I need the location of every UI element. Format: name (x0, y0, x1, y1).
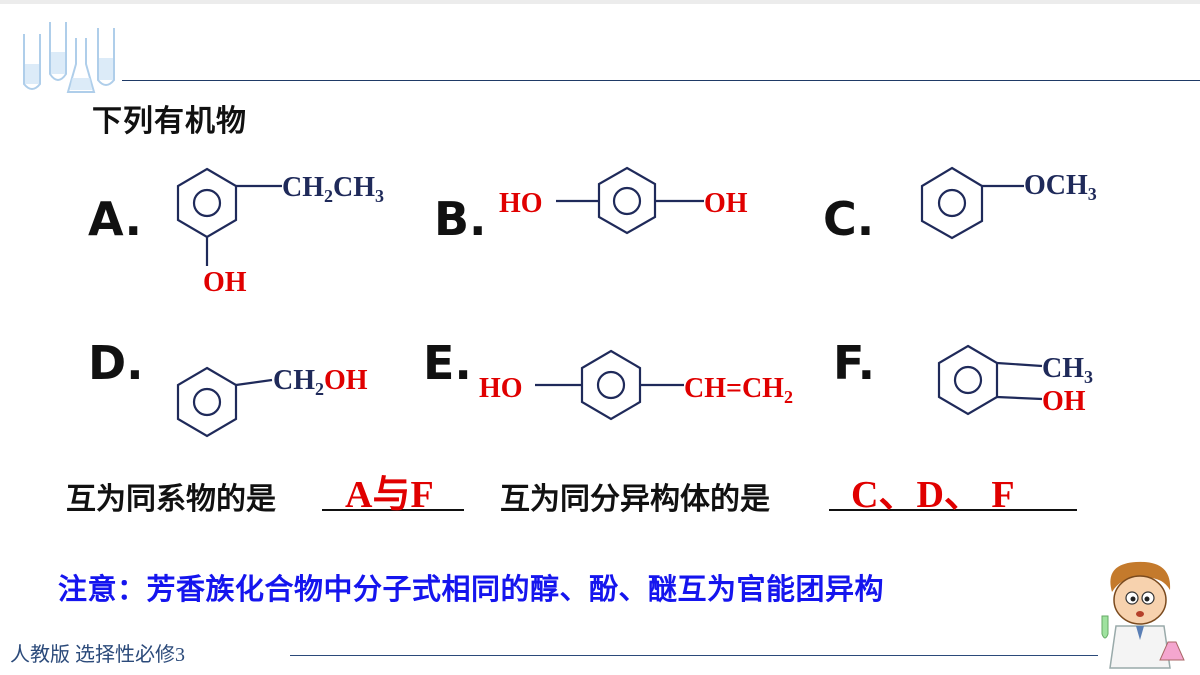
question-isomers-answer: C、D、 F (851, 474, 1015, 516)
option-c-label: C. (823, 192, 875, 246)
benzene-ring-f (937, 344, 1043, 416)
question-isomers-blank (829, 509, 1077, 511)
lab-glassware-icon (23, 22, 115, 93)
footer-edition-text: 人教版 选择性必修3 (10, 644, 185, 666)
group-b-hydroxyl-right: OH (704, 188, 748, 219)
group-a-ethyl: CH2CH3 (282, 172, 384, 206)
option-f-label: F. (833, 336, 876, 390)
group-f-hydroxyl: OH (1042, 386, 1086, 417)
option-e-label: E. (423, 336, 472, 390)
benzene-ring-a (176, 167, 282, 266)
slide-title: 下列有机物 (92, 104, 247, 139)
footer-divider (290, 655, 1098, 656)
group-b-hydroxyl-left: HO (499, 188, 543, 219)
question-homologs-blank (322, 509, 464, 511)
header-divider (122, 80, 1200, 81)
top-bar (0, 0, 1200, 4)
benzene-ring-d (176, 366, 273, 438)
group-a-hydroxyl: OH (203, 267, 247, 298)
question-isomers-prompt: 互为同分异构体的是 (500, 482, 770, 517)
question-homologs-prompt: 互为同系物的是 (66, 482, 276, 517)
option-d-label: D. (88, 336, 144, 390)
benzene-ring-b (556, 166, 704, 235)
group-e-vinyl: CH=CH2 (684, 373, 793, 407)
benzene-ring-e (535, 349, 684, 421)
group-d-methylene: CH2OH (273, 365, 368, 399)
group-f-methyl: CH3 (1042, 353, 1093, 387)
group-c-methoxy: OCH3 (1024, 170, 1097, 204)
option-a-label: A. (88, 192, 142, 246)
option-b-label: B. (434, 192, 487, 246)
question-homologs-answer: A与F (345, 474, 434, 516)
scientist-cartoon-icon (1101, 561, 1185, 669)
note-text: 注意：芳香族化合物中分子式相同的醇、酚、醚互为官能团异构 (58, 572, 885, 606)
group-e-hydroxyl: HO (479, 373, 523, 404)
benzene-ring-c (920, 166, 1024, 240)
